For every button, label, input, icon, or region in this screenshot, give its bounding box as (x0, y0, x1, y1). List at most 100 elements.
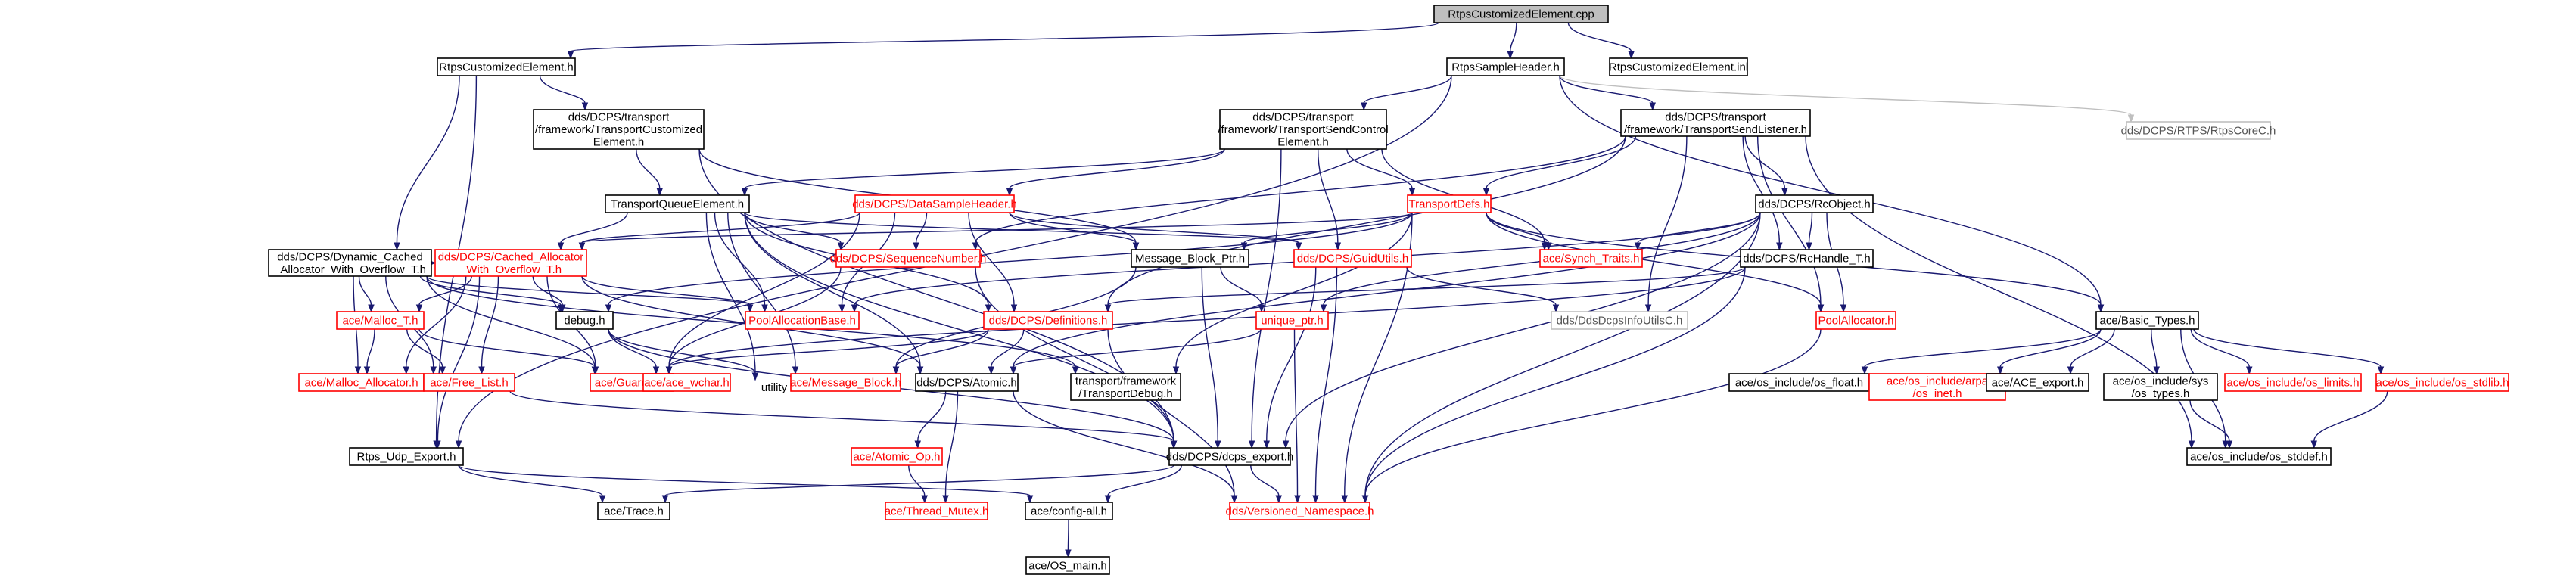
node-tsl_h[interactable]: dds/DCPS/transport/framework/TransportSe… (1620, 109, 1811, 137)
node-synch_h[interactable]: ace/Synch_Traits.h (1539, 249, 1643, 268)
edge-line (1107, 135, 1626, 306)
edge-line (1107, 464, 1182, 496)
node-box (854, 194, 1015, 213)
edge-tdefs_h-to-debug_h (605, 212, 1413, 313)
node-dcawo_h[interactable]: dds/DCPS/Dynamic_Cached_Allocator_With_O… (268, 249, 432, 277)
node-mallocalloc_h[interactable]: ace/Malloc_Allocator.h (298, 373, 425, 392)
edge-dcpsexp_h-to-configall_h (1104, 464, 1182, 504)
node-atomic_h[interactable]: dds/DCPS/Atomic.h (915, 373, 1019, 392)
node-root[interactable]: RtpsCustomizedElement.cpp (1433, 5, 1609, 23)
node-malloc_t[interactable]: ace/Malloc_T.h (336, 311, 425, 330)
node-tsce_h[interactable]: dds/DCPS/transport/framework/TransportSe… (1218, 109, 1389, 150)
node-tdefs_h[interactable]: TransportDefs.h (1407, 194, 1492, 213)
edge-line (437, 275, 481, 442)
node-configall_h[interactable]: ace/config-all.h (1025, 502, 1113, 520)
arrowhead (1552, 304, 1560, 313)
node-rcobj_h[interactable]: dds/DCPS/RcObject.h (1755, 194, 1874, 213)
node-label: /os_inet.h (1912, 387, 1962, 400)
node-box (1620, 109, 1811, 137)
edge-line (366, 328, 375, 368)
node-ddcps_h[interactable]: dds/DdsDcpsInfoUtilsC.h (1551, 311, 1688, 330)
node-freelist_h[interactable]: ace/Free_List.h (423, 373, 515, 392)
node-osstdlib_h[interactable]: ace/os_include/os_stdlib.h (2375, 373, 2509, 392)
node-label: dds/Versioned_Namespace.h (1226, 505, 1374, 518)
node-rsh_h[interactable]: RtpsSampleHeader.h (1446, 57, 1565, 76)
edge-udpexp_h-to-trace_h (458, 464, 606, 504)
node-mbp_h[interactable]: Message_Block_Ptr.h (1131, 249, 1249, 268)
arrowhead (741, 188, 748, 197)
node-aceexport_h[interactable]: ace/ACE_export.h (1986, 373, 2089, 392)
arrowhead (988, 366, 994, 375)
edge-line (418, 328, 596, 368)
node-label: dds/DCPS/SequenceNumber.h (830, 253, 987, 266)
node-box (533, 109, 705, 150)
edge-root-to-rce_inl (1567, 22, 1635, 60)
edge-line (2193, 328, 2382, 368)
edge-dsh_h-to-cawo_h (578, 212, 860, 251)
node-defs_h[interactable]: dds/DCPS/Definitions.h (983, 311, 1113, 330)
edge-cawo_h-to-pab_h (581, 275, 754, 313)
node-pab_h[interactable]: PoolAllocationBase.h (745, 311, 860, 330)
node-osmain_h[interactable]: ace/OS_main.h (1025, 556, 1110, 575)
edge-line (1013, 390, 1235, 496)
edge-line (2151, 328, 2158, 368)
node-box (1070, 373, 1181, 401)
arrowhead (1361, 102, 1367, 111)
edge-root-to-rsh_h (1507, 22, 1517, 60)
node-rtpscore[interactable]: dds/DCPS/RTPS/RtpsCoreC.h (2121, 121, 2276, 140)
node-rce_h[interactable]: RtpsCustomizedElement.h (437, 57, 576, 76)
arrowhead (1258, 304, 1265, 313)
node-tdebug_h[interactable]: transport/framework/TransportDebug.h (1070, 373, 1181, 401)
edge-mbp_h-to-uptr_h (1220, 266, 1265, 313)
node-wchar_h[interactable]: ace/ace_wchar.h (642, 373, 731, 392)
node-rce_inl[interactable]: RtpsCustomizedElement.inl (1609, 57, 1748, 76)
node-box (1131, 249, 1249, 268)
node-osfloat_h[interactable]: ace/os_include/os_float.h (1728, 373, 1870, 392)
node-box (2103, 373, 2218, 401)
node-osinet_h[interactable]: ace/os_include/arpa/os_inet.h (1868, 373, 2006, 401)
node-dsh_h[interactable]: dds/DCPS/DataSampleHeader.h (852, 194, 1017, 213)
edge-line (1742, 135, 1781, 244)
node-label: dds/DCPS/transport (1252, 111, 1354, 124)
arrowhead (599, 495, 606, 504)
edge-line (1559, 75, 2132, 116)
node-trace_h[interactable]: ace/Trace.h (597, 502, 670, 520)
node-udpexp_h[interactable]: Rtps_Udp_Export.h (349, 447, 464, 466)
arrowhead (591, 366, 599, 375)
node-btypes_h[interactable]: ace/Basic_Types.h (2095, 311, 2199, 330)
edge-line (1756, 135, 1822, 306)
node-cawo_h[interactable]: dds/DCPS/Cached_Allocator_With_Overflow_… (434, 249, 587, 277)
node-atomicop_h[interactable]: ace/Atomic_Op.h (851, 447, 943, 466)
node-tce_h[interactable]: dds/DCPS/transport/framework/TransportCu… (533, 109, 705, 150)
node-uptr_h[interactable]: unique_ptr.h (1255, 311, 1329, 330)
node-guid_h[interactable]: dds/DCPS/GuidUtils.h (1293, 249, 1412, 268)
node-label: ace/Atomic_Op.h (853, 451, 940, 464)
edge-guid_h-to-ddcps_h (1406, 266, 1560, 313)
node-ostypes_h[interactable]: ace/os_include/sys/os_types.h (2103, 373, 2218, 401)
node-mblock_h[interactable]: ace/Message_Block.h (790, 373, 901, 392)
node-tmutex_h[interactable]: ace/Thread_Mutex.h (885, 502, 989, 520)
edge-palloc_h-to-vns_h (1361, 328, 1822, 504)
node-label: ace/Message_Block.h (790, 377, 901, 390)
node-utility[interactable]: utility (761, 381, 788, 394)
node-palloc_h[interactable]: PoolAllocator.h (1815, 311, 1896, 330)
edge-defs_h-to-atomic_h (988, 328, 1025, 375)
node-seqnum_h[interactable]: dds/DCPS/SequenceNumber.h (830, 249, 987, 268)
node-vns_h[interactable]: dds/Versioned_Namespace.h (1226, 502, 1374, 520)
edge-line (668, 328, 989, 368)
node-debug_h[interactable]: debug.h (555, 311, 614, 330)
node-osstddef_h[interactable]: ace/os_include/os_stddef.h (2186, 447, 2332, 466)
node-tqe_h[interactable]: TransportQueueElement.h (605, 194, 750, 213)
node-oslimits_h[interactable]: ace/os_include/os_limits.h (2224, 373, 2362, 392)
node-box (349, 447, 464, 466)
edge-line (581, 212, 860, 244)
arrowhead (605, 304, 612, 313)
node-label: ace/ACE_export.h (1992, 377, 2084, 390)
edge-line (1243, 212, 1413, 244)
node-box (268, 249, 432, 277)
node-label: dds/DdsDcpsInfoUtilsC.h (1557, 315, 1683, 328)
arrowhead (1275, 495, 1282, 504)
edge-line (915, 212, 928, 244)
node-dcpsexp_h[interactable]: dds/DCPS/dcps_export.h (1166, 447, 1293, 466)
node-rch_h[interactable]: dds/DCPS/RcHandle_T.h (1740, 249, 1874, 268)
